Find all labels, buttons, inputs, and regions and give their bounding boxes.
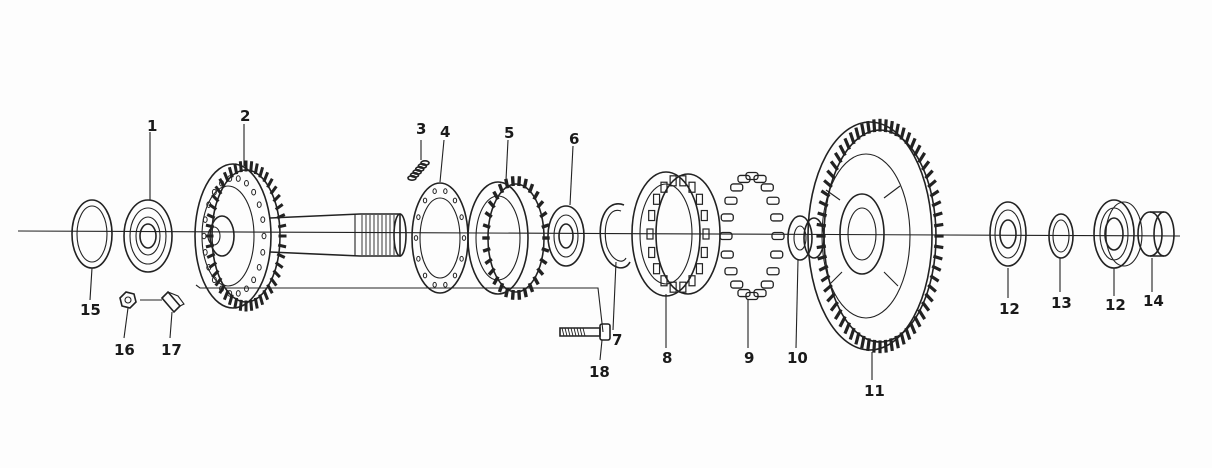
label-3: 3 (416, 120, 426, 138)
part-3-spring (407, 160, 430, 182)
part-14-bushing (1137, 211, 1175, 257)
part-4-thrust-plate (411, 182, 469, 294)
part-7-circlip (599, 203, 631, 269)
part-labels: 1 2 3 4 5 6 7 8 9 10 11 12 13 12 14 15 1… (80, 107, 1164, 400)
part-17-lock-plate (140, 290, 185, 314)
label-8: 8 (662, 349, 672, 367)
part-18-bolt (559, 323, 611, 341)
label-12-left: 12 (999, 300, 1020, 318)
part-12-bearing-left (989, 201, 1027, 267)
leader-18 (195, 284, 604, 333)
label-13: 13 (1051, 294, 1072, 312)
part-15-snap-ring (71, 199, 113, 269)
label-16: 16 (114, 341, 135, 359)
label-5: 5 (504, 124, 514, 142)
label-7: 7 (612, 331, 622, 349)
part-10-bushing (787, 215, 825, 261)
label-2: 2 (240, 107, 250, 125)
label-15: 15 (80, 301, 101, 319)
label-14: 14 (1143, 292, 1164, 310)
label-17: 17 (161, 341, 182, 359)
label-11: 11 (864, 382, 885, 400)
label-1: 1 (147, 117, 157, 135)
label-4: 4 (440, 123, 450, 141)
part-16-nut (119, 291, 137, 309)
part-1-bearing (123, 199, 173, 273)
part-9-rollers (719, 171, 785, 301)
axis-line (17, 230, 1181, 237)
part-13-snap-ring (1048, 213, 1074, 259)
label-10: 10 (787, 349, 808, 367)
shaft (269, 213, 407, 257)
part-11-large-gear (807, 118, 944, 354)
label-18: 18 (589, 363, 610, 381)
part-5-synchro-hub (467, 176, 550, 300)
part-2-output-gear (194, 160, 287, 312)
label-12-right: 12 (1105, 296, 1126, 314)
label-9: 9 (744, 349, 754, 367)
label-6: 6 (569, 130, 579, 148)
part-6-bearing (547, 205, 585, 267)
part-12-bearing-right (1093, 199, 1143, 269)
leader-lines (89, 124, 1153, 380)
